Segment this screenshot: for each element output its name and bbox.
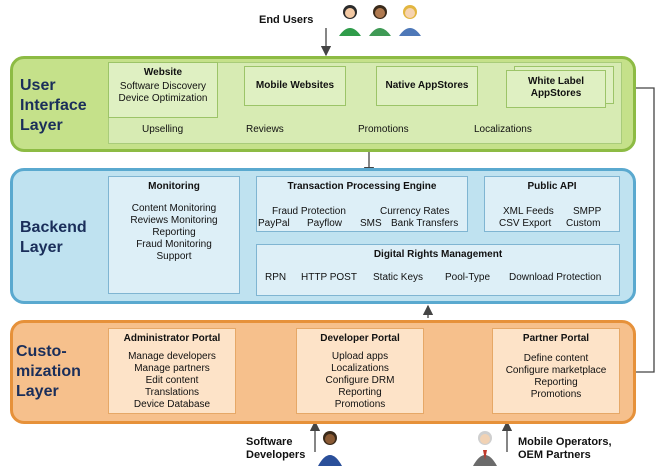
drm-item: Download Protection [509, 272, 602, 283]
developer-line: Configure DRM [325, 375, 395, 386]
operator-person-icon [473, 431, 497, 466]
developer-line: Localizations [331, 363, 389, 374]
monitoring-line: Content Monitoring [131, 203, 217, 214]
public-api-box: Public API [484, 176, 620, 232]
developer-portal-box: Developer Portal Upload apps Localizatio… [296, 328, 424, 414]
monitoring-line: Reviews Monitoring [130, 215, 218, 226]
drm-item: RPN [265, 272, 287, 283]
public-api-item: SMPP [573, 206, 602, 217]
drm-item: Pool-Type [445, 272, 491, 283]
end-users-label: End Users [259, 14, 314, 26]
mobile-operators-label: Mobile Operators,OEM Partners [518, 436, 612, 461]
administrator-portal-box: Administrator Portal Manage developers M… [108, 328, 236, 414]
transaction-item: Bank Transfers [391, 218, 459, 229]
transaction-item: PayPal [258, 218, 290, 229]
partner-line: Define content [523, 353, 589, 364]
admin-line: Translations [144, 387, 200, 398]
partner-portal-title: Partner Portal [522, 333, 590, 344]
ui-bottom-item: Promotions [358, 124, 409, 135]
developer-person-icon [318, 431, 342, 466]
monitoring-line: Fraud Monitoring [136, 239, 212, 250]
admin-line: Device Database [133, 399, 211, 410]
transaction-title: Transaction Processing Engine [287, 181, 437, 192]
drm-title: Digital Rights Management [373, 249, 503, 260]
ui-bottom-item: Localizations [474, 124, 532, 135]
monitoring-line: Reporting [152, 227, 196, 238]
admin-line: Manage partners [134, 363, 210, 374]
partner-line: Promotions [530, 389, 582, 400]
website-title: Website [143, 67, 183, 78]
admin-line: Manage developers [128, 351, 216, 362]
white-label-box: White Label AppStores [506, 70, 606, 108]
public-api-item: XML Feeds [503, 206, 554, 217]
transaction-item: Payflow [307, 218, 343, 229]
transaction-item: Fraud Protection [272, 206, 346, 217]
public-api-item: Custom [566, 218, 601, 229]
public-api-title: Public API [527, 181, 577, 192]
developer-portal-title: Developer Portal [320, 333, 400, 344]
monitoring-line: Support [156, 251, 192, 262]
monitoring-box: Monitoring Content Monitoring Reviews Mo… [108, 176, 240, 294]
native-appstores-box: Native AppStores [376, 66, 478, 106]
partner-line: Configure marketplace [505, 365, 607, 376]
drm-item: Static Keys [373, 272, 424, 283]
website-box: Website Software Discovery Device Optimi… [108, 62, 218, 118]
end-users-icon [339, 5, 421, 36]
admin-portal-title: Administrator Portal [123, 333, 221, 344]
transaction-engine-box: Transaction Processing Engine [256, 176, 468, 232]
ui-bottom-item: Upselling [142, 124, 184, 135]
partner-line: Reporting [534, 377, 578, 388]
website-line: Device Optimization [118, 93, 208, 104]
developer-line: Reporting [338, 387, 382, 398]
ui-bottom-item: Reviews [246, 124, 284, 135]
transaction-item: SMS [360, 218, 382, 229]
transaction-item: Currency Rates [380, 206, 450, 217]
native-appstores-label: Native AppStores [385, 80, 469, 91]
mobile-websites-label: Mobile Websites [255, 80, 335, 91]
developer-line: Upload apps [331, 351, 389, 362]
white-label-line: AppStores [530, 88, 582, 99]
white-label-line: White Label [527, 76, 585, 87]
public-api-item: CSV Export [499, 218, 552, 229]
mobile-websites-box: Mobile Websites [244, 66, 346, 106]
website-line: Software Discovery [119, 81, 207, 92]
monitoring-title: Monitoring [148, 181, 200, 192]
partner-portal-box: Partner Portal Define content Configure … [492, 328, 620, 414]
developer-line: Promotions [334, 399, 386, 410]
drm-item: HTTP POST [301, 272, 357, 283]
drm-box: Digital Rights Management [256, 244, 620, 296]
admin-line: Edit content [145, 375, 199, 386]
